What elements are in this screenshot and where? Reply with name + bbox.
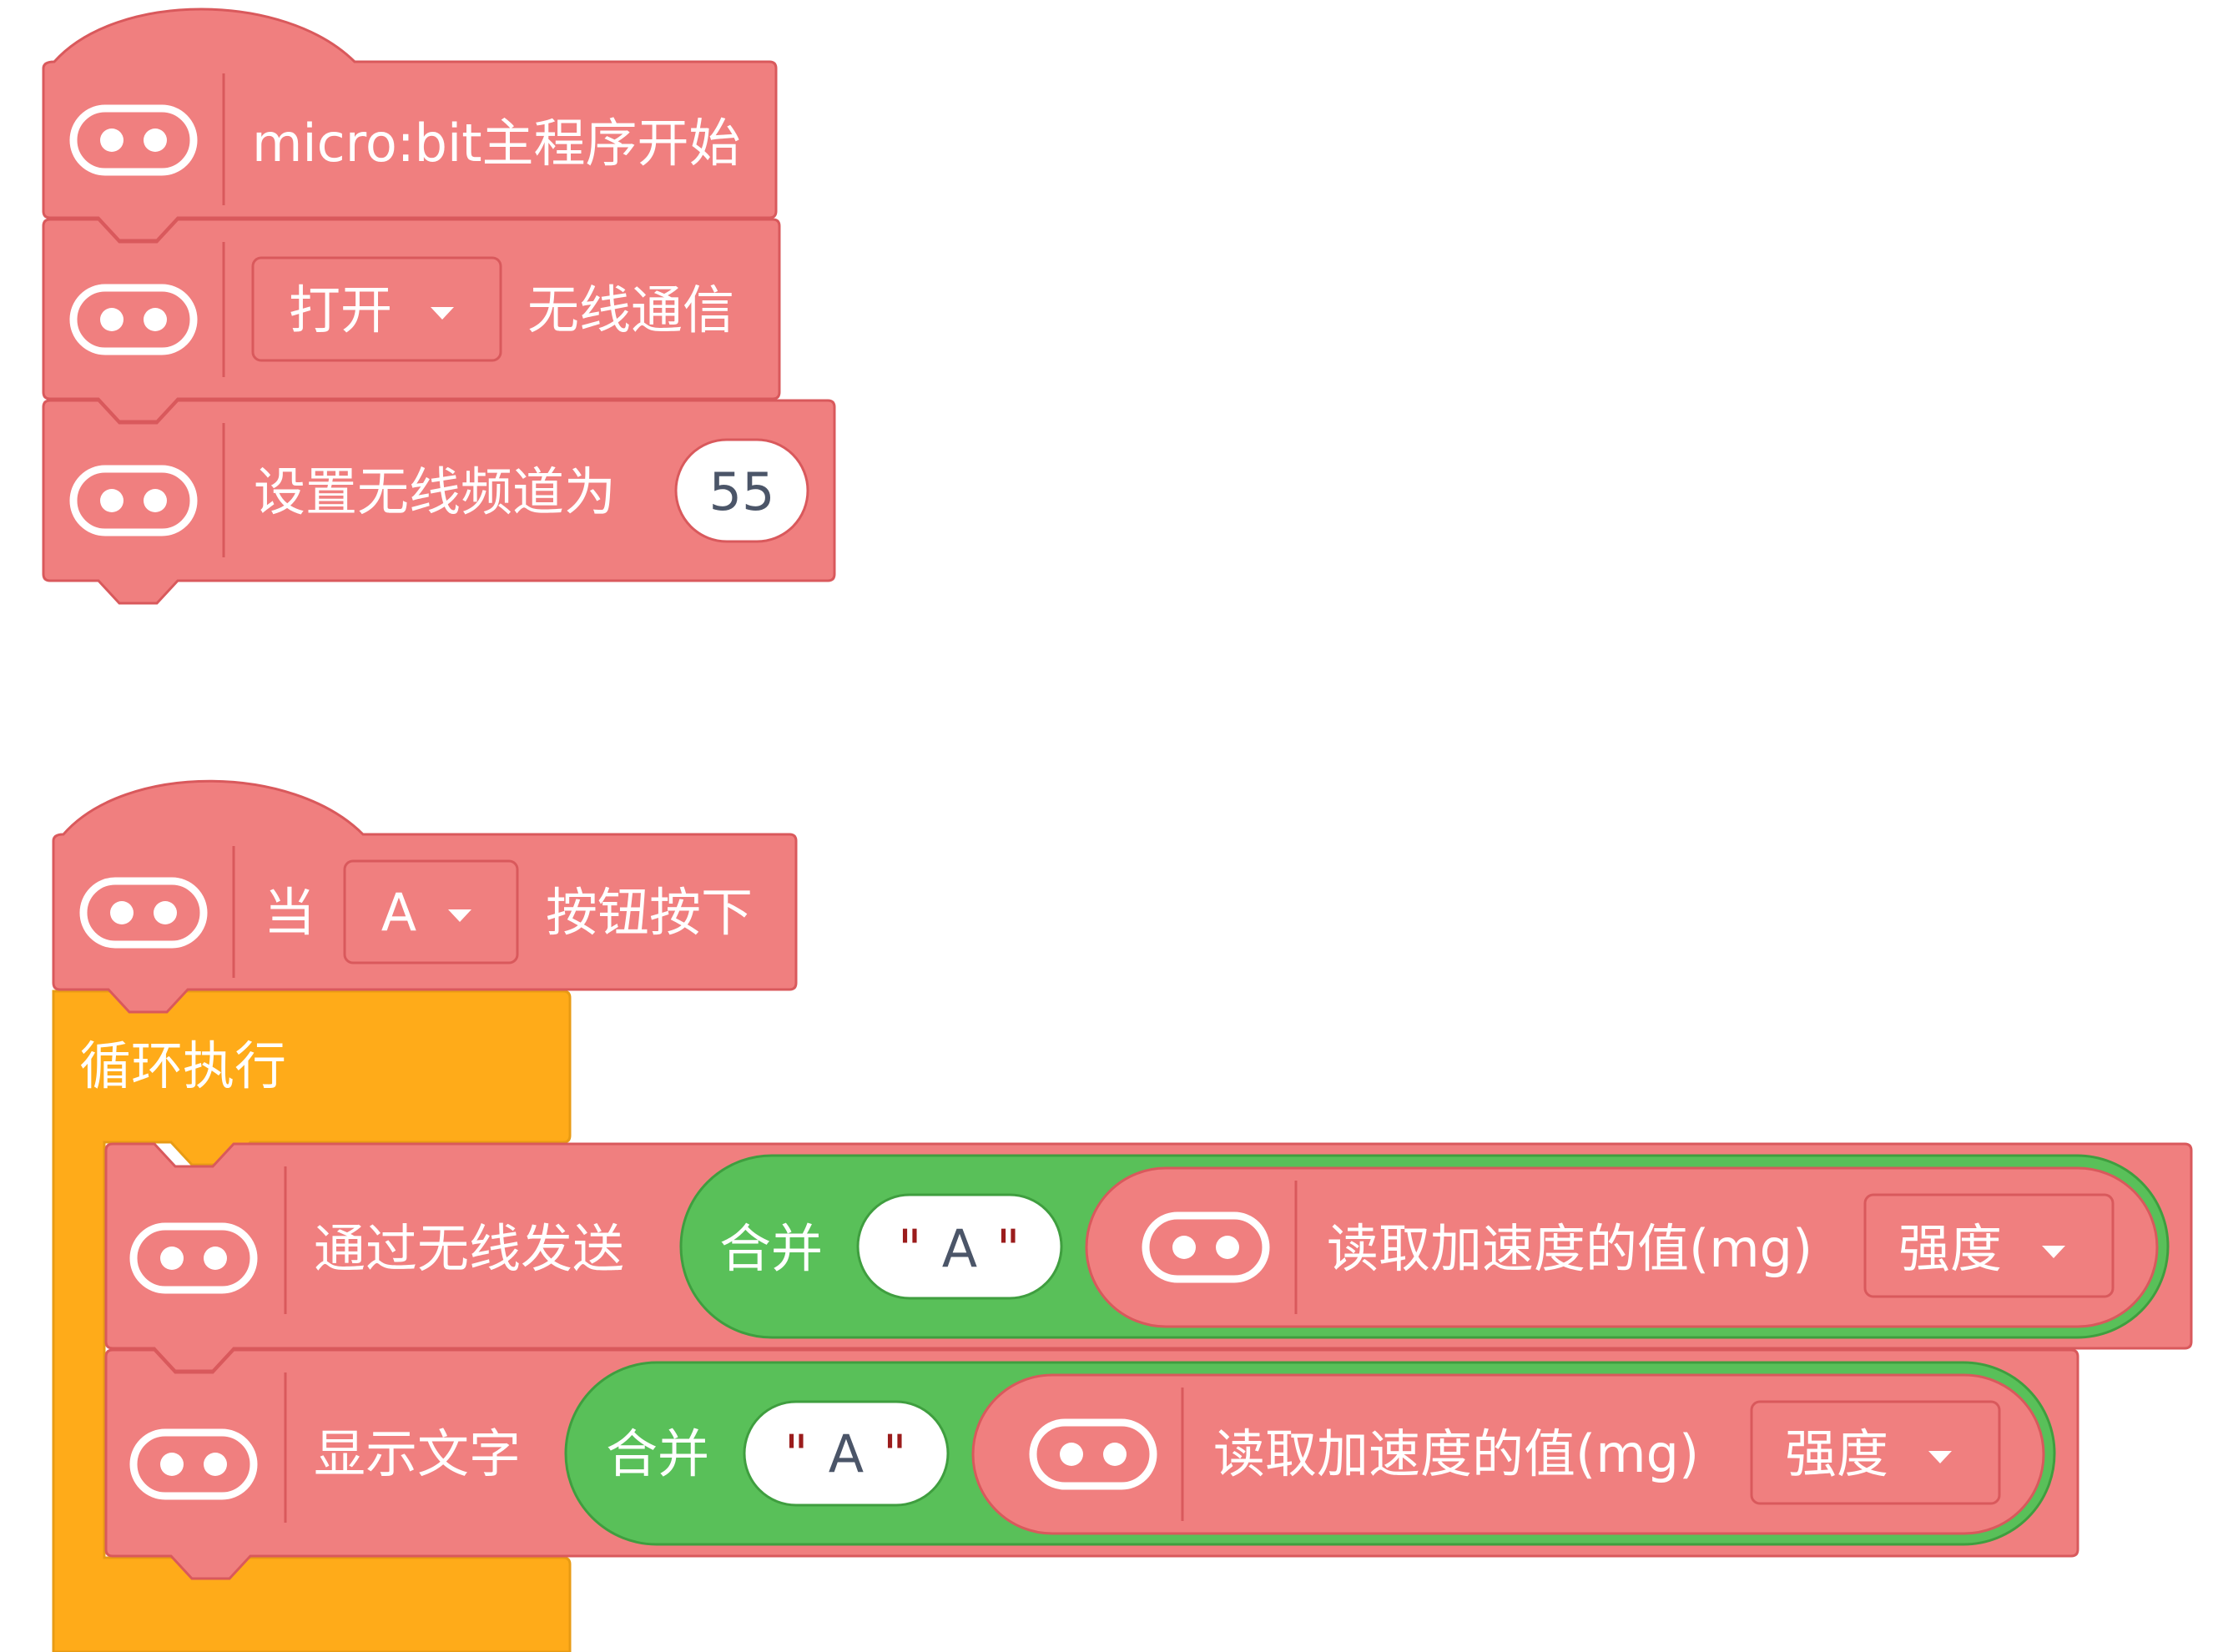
channel-value: 55 <box>708 461 775 522</box>
acceleration-axis-dropdown[interactable] <box>1750 1400 2001 1505</box>
dropdown-arrow-icon <box>431 307 454 320</box>
join-string-value: A <box>828 1423 864 1484</box>
radio-label: 无线通信 <box>527 280 735 340</box>
button-select-value: A <box>381 882 417 943</box>
radio-state-dropdown[interactable] <box>251 256 502 362</box>
set-channel-block[interactable] <box>42 399 836 605</box>
dropdown-arrow-icon <box>1928 1451 1952 1463</box>
join-string-input[interactable] <box>743 1400 950 1507</box>
acceleration-axis-value: 强度 <box>1898 1218 2003 1279</box>
start-hat-label: micro:bit主程序开始 <box>252 113 741 174</box>
acceleration-reporter[interactable] <box>1085 1166 2159 1328</box>
set-channel-label: 设置无线频道为 <box>254 461 617 522</box>
radio-state-value: 打开 <box>289 280 393 340</box>
forever-loop-block[interactable] <box>52 990 572 1652</box>
radio-toggle-block[interactable] <box>42 218 781 423</box>
button-hat-suffix: 按钮按下 <box>546 882 754 943</box>
acceleration-axis-dropdown[interactable] <box>1863 1193 2115 1298</box>
button-pressed-hat-block[interactable] <box>52 779 798 1014</box>
string-open-quote: " <box>898 1218 922 1279</box>
join-string-value: A <box>941 1218 978 1279</box>
button-select-dropdown[interactable] <box>343 859 519 965</box>
start-hat-block[interactable] <box>42 8 778 242</box>
join-label: 合并 <box>719 1218 824 1279</box>
acceleration-label: 读取加速度的值(mg) <box>1327 1218 1813 1279</box>
string-open-quote: " <box>784 1423 809 1484</box>
acceleration-label: 读取加速度的值(mg) <box>1213 1423 1700 1484</box>
show-string-label: 显示文字 <box>314 1423 522 1484</box>
dropdown-arrow-icon <box>2042 1246 2065 1258</box>
acceleration-reporter[interactable] <box>971 1373 2045 1535</box>
button-hat-prefix: 当 <box>264 882 316 943</box>
string-close-quote: " <box>883 1423 907 1484</box>
forever-loop-label: 循环执行 <box>79 1035 287 1096</box>
join-string-input[interactable] <box>856 1193 1063 1300</box>
join-label: 合并 <box>606 1423 710 1484</box>
acceleration-axis-value: 强度 <box>1785 1423 1889 1484</box>
radio-send-label: 通过无线发送 <box>314 1218 625 1279</box>
channel-number-input[interactable] <box>674 438 809 543</box>
dropdown-arrow-icon <box>448 909 471 922</box>
string-close-quote: " <box>996 1218 1021 1279</box>
